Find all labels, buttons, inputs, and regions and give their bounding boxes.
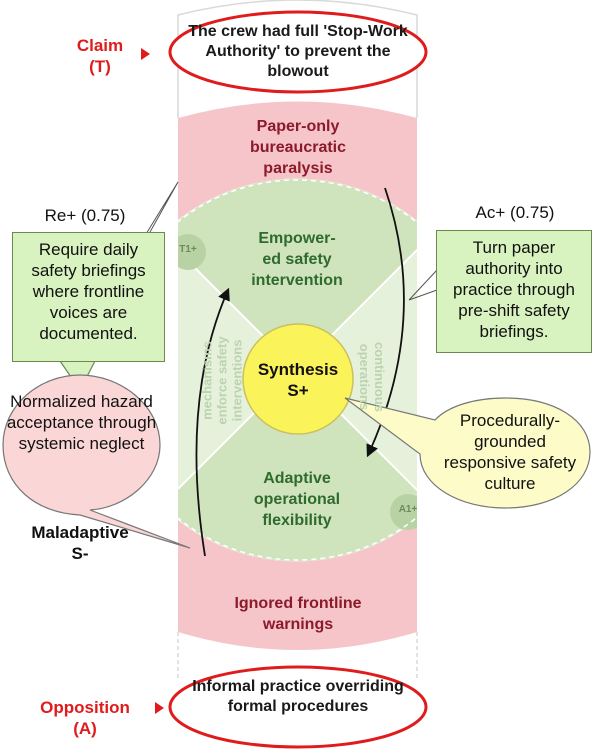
opposition-arrow-icon	[155, 701, 164, 719]
ac-plus-callout: Turn paper authority into practice throu…	[436, 230, 592, 353]
right-lobe-faint-text: continuous operations	[357, 341, 387, 413]
maladaptive-label: Maladaptive S-	[31, 523, 129, 563]
bottom-lobe-title: Adaptive operational flexibility	[253, 470, 341, 529]
left-upward-arrow	[195, 287, 230, 557]
top-lobe-tag: T1+	[179, 244, 197, 255]
top-lobe	[178, 178, 417, 370]
top-lobe-title: Empower- ed safety intervention	[251, 230, 343, 289]
synthesis-label: Synthesis S+	[257, 360, 339, 400]
re-plus-score: Re+ (0.75)	[44, 206, 126, 225]
left-lobe-faint-text: mechanisms enforce safety interventions	[199, 336, 245, 425]
ac-plus-pointer	[408, 269, 438, 301]
maladaptive-bubble-text: Normalized hazard acceptance through sys…	[6, 392, 157, 453]
synthesis-bubble-shape	[344, 397, 591, 509]
maladaptive-bubble-shape	[2, 374, 191, 549]
wheel-dashed-boundary	[106, 179, 488, 561]
claim-label: Claim (T)	[76, 36, 124, 76]
bottom-lobe-tag-circle	[390, 494, 417, 530]
claim-oval	[168, 10, 428, 94]
column-outline-bottom	[177, 632, 418, 678]
opposition-text: Informal practice overriding formal proc…	[192, 678, 404, 715]
bottom-lobe-tag: A1+	[398, 504, 418, 515]
bottom-band-label: Ignored frontline warnings	[234, 595, 362, 633]
opposition-oval	[168, 665, 428, 749]
re-plus-callout: Require daily safety briefings where fro…	[12, 232, 165, 362]
claim-arrow-icon	[141, 47, 150, 65]
ac-plus-score: Ac+ (0.75)	[475, 203, 555, 222]
claim-text: The crew had full 'Stop-Work Authority' …	[188, 23, 408, 80]
column-outline-top	[177, 0, 418, 118]
opposition-label: Opposition (A)	[40, 698, 130, 738]
synthesis-circle	[242, 323, 354, 435]
synthesis-bubble-text: Procedurally-grounded responsive safety …	[443, 411, 577, 493]
bottom-lobe	[178, 370, 417, 562]
top-band-label: Paper-only bureaucratic paralysis	[249, 118, 347, 177]
top-lobe-tag-circle	[178, 234, 206, 270]
